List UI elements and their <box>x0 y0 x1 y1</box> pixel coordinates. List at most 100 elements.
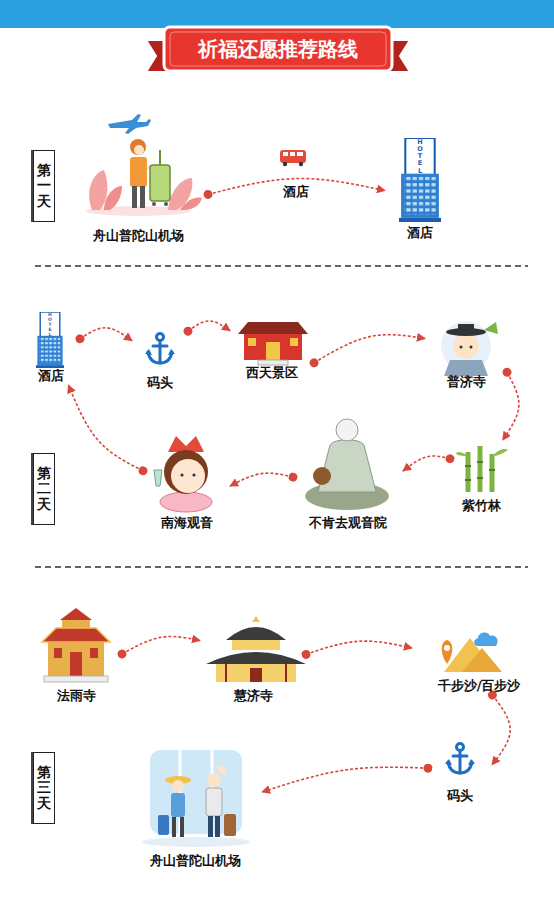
hotel-icon <box>36 138 441 368</box>
monk-icon <box>441 321 498 376</box>
route-stop: 舟山普陀山机场 <box>68 112 208 245</box>
huiji-temple-icon <box>206 616 306 682</box>
stop-label: 酒店 <box>407 225 433 241</box>
bus-icon <box>297 152 303 156</box>
temple-icon <box>258 360 288 365</box>
stop-label: 慧济寺 <box>234 688 273 704</box>
airport-traveller-icon <box>180 198 202 211</box>
fayu-temple-icon <box>42 628 110 642</box>
airport-traveller-icon <box>140 186 145 208</box>
nanhai-guanyin-icon <box>160 492 212 512</box>
bus-icon <box>299 162 303 166</box>
beach-icon <box>442 640 453 664</box>
route-stop: 舟山普陀山机场 <box>128 740 262 870</box>
temple-icon <box>248 338 256 346</box>
day-label: 第三天 <box>37 765 51 811</box>
fayu-temple-icon <box>90 648 98 658</box>
monk-icon <box>484 322 498 334</box>
temple-icon <box>238 322 308 365</box>
bamboo-icon <box>465 479 471 481</box>
departure-travellers-icon <box>142 750 250 847</box>
departure-travellers-icon <box>215 816 220 837</box>
airport-traveller-icon <box>86 114 202 216</box>
top-bar <box>0 0 554 28</box>
day-separator <box>35 265 528 267</box>
beach-icon <box>462 648 502 672</box>
huiji-temple-icon <box>206 652 306 664</box>
route-arrow <box>188 321 230 331</box>
temple-icon <box>290 338 298 346</box>
fayu-temple-icon <box>44 676 108 682</box>
departure-travellers-icon <box>172 780 184 792</box>
route-arrow <box>122 636 200 654</box>
route-stop: 慧济寺 <box>200 613 306 705</box>
top-bar <box>0 0 554 28</box>
route-arrow <box>492 695 510 765</box>
day-label: 第二天 <box>37 466 51 512</box>
route-stop: 码头 <box>132 328 188 392</box>
stop-label: 码头 <box>447 788 473 804</box>
route-stop: 紫竹林 <box>450 440 512 515</box>
stop-label: 法雨寺 <box>57 688 96 704</box>
departure-travellers-icon <box>171 793 185 817</box>
huiji-temple-icon <box>232 640 280 650</box>
departure-travellers-icon <box>172 817 176 837</box>
anchor-icon <box>445 744 475 774</box>
stop-label: 码头 <box>147 375 173 391</box>
nanhai-guanyin-icon <box>154 470 162 486</box>
beach-icon <box>474 632 497 646</box>
seated-guanyin-icon <box>305 419 389 510</box>
day-separator <box>35 266 528 567</box>
route-arrow <box>403 456 450 471</box>
anchor-icon <box>145 334 175 364</box>
hotel-sign: HOTEL <box>417 139 424 175</box>
bamboo-icon <box>489 469 495 471</box>
stop-label: 不肯去观音院 <box>309 515 387 531</box>
fayu-temple-icon <box>70 652 82 676</box>
fayu-temple-icon <box>42 608 110 682</box>
nanhai-guanyin-icon <box>164 450 208 494</box>
bamboo-icon <box>477 461 483 463</box>
bus-icon <box>280 150 306 166</box>
airport-traveller-icon <box>159 150 161 166</box>
stop-label: 南海观音 <box>161 515 213 531</box>
huiji-temple-icon <box>252 616 260 622</box>
airport-traveller-icon <box>132 186 137 208</box>
route-stop: 普济寺 <box>425 316 507 391</box>
seated-guanyin-icon <box>313 467 331 485</box>
bamboo-icon <box>490 454 495 492</box>
bamboo-icon <box>465 462 495 480</box>
huiji-temple-icon <box>285 664 287 682</box>
anchor-icon <box>145 334 475 774</box>
departure-travellers-icon <box>208 816 213 837</box>
route-arrow <box>306 641 412 654</box>
day-separator <box>35 566 528 568</box>
hotel-sign: HOTEL <box>48 313 53 338</box>
monk-icon <box>458 324 474 332</box>
nanhai-guanyin-icon <box>154 436 212 512</box>
title-text: 祈福还愿推荐路线 <box>168 30 388 68</box>
temple-icon <box>238 322 308 334</box>
huiji-temple-icon <box>225 664 227 682</box>
route-stop: 西天景区 <box>230 318 314 382</box>
stop-label: 舟山普陀山机场 <box>93 228 184 244</box>
departure-travellers-icon <box>224 814 236 836</box>
huiji-temple-icon <box>226 627 286 640</box>
stop-label: 酒店 <box>38 368 64 384</box>
bus-icon <box>290 152 295 156</box>
departure-travellers-icon <box>207 773 221 787</box>
route-arrow <box>503 372 519 440</box>
stop-label: 普济寺 <box>447 374 486 390</box>
route-stop: 千步沙/百步沙 <box>412 628 546 695</box>
route-arrow <box>80 328 132 341</box>
bamboo-icon <box>477 477 483 479</box>
route-stop: 南海观音 <box>143 430 230 532</box>
nanhai-guanyin-icon <box>171 459 205 493</box>
monk-icon <box>470 346 473 349</box>
bamboo-icon <box>465 465 471 467</box>
route-stop: 不肯去观音院 <box>293 410 403 532</box>
